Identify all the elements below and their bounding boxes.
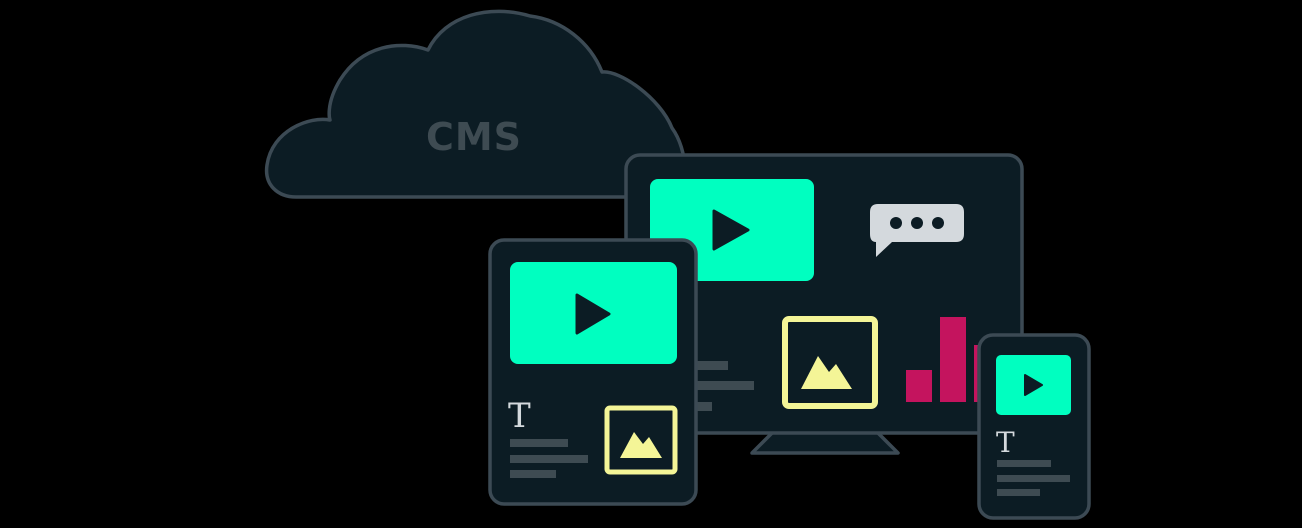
text-glyph-icon: T <box>508 396 531 436</box>
image-icon <box>604 405 678 475</box>
cloud: CMS <box>264 9 687 199</box>
desktop-monitor <box>624 153 1024 455</box>
phone-text-line <box>997 489 1040 496</box>
text-glyph-icon: T <box>996 426 1015 459</box>
tablet-text-line <box>510 470 556 478</box>
monitor-text-line <box>690 381 754 390</box>
chart-bar <box>906 370 932 402</box>
play-icon <box>712 209 750 251</box>
cloud-icon <box>264 9 687 199</box>
monitor-text-line <box>690 361 728 370</box>
chat-bubble-icon <box>870 204 964 257</box>
image-icon <box>782 316 878 409</box>
tablet: T <box>488 238 698 506</box>
phone: T <box>977 333 1091 520</box>
play-icon <box>1024 374 1043 396</box>
play-icon <box>575 293 611 335</box>
cms-label: CMS <box>426 115 522 159</box>
phone-text-line <box>997 460 1051 467</box>
monitor-text-line <box>690 402 712 411</box>
chart-bar <box>940 317 966 402</box>
phone-text-line <box>997 475 1070 482</box>
tablet-text-line <box>510 455 588 463</box>
tablet-text-line <box>510 439 568 447</box>
